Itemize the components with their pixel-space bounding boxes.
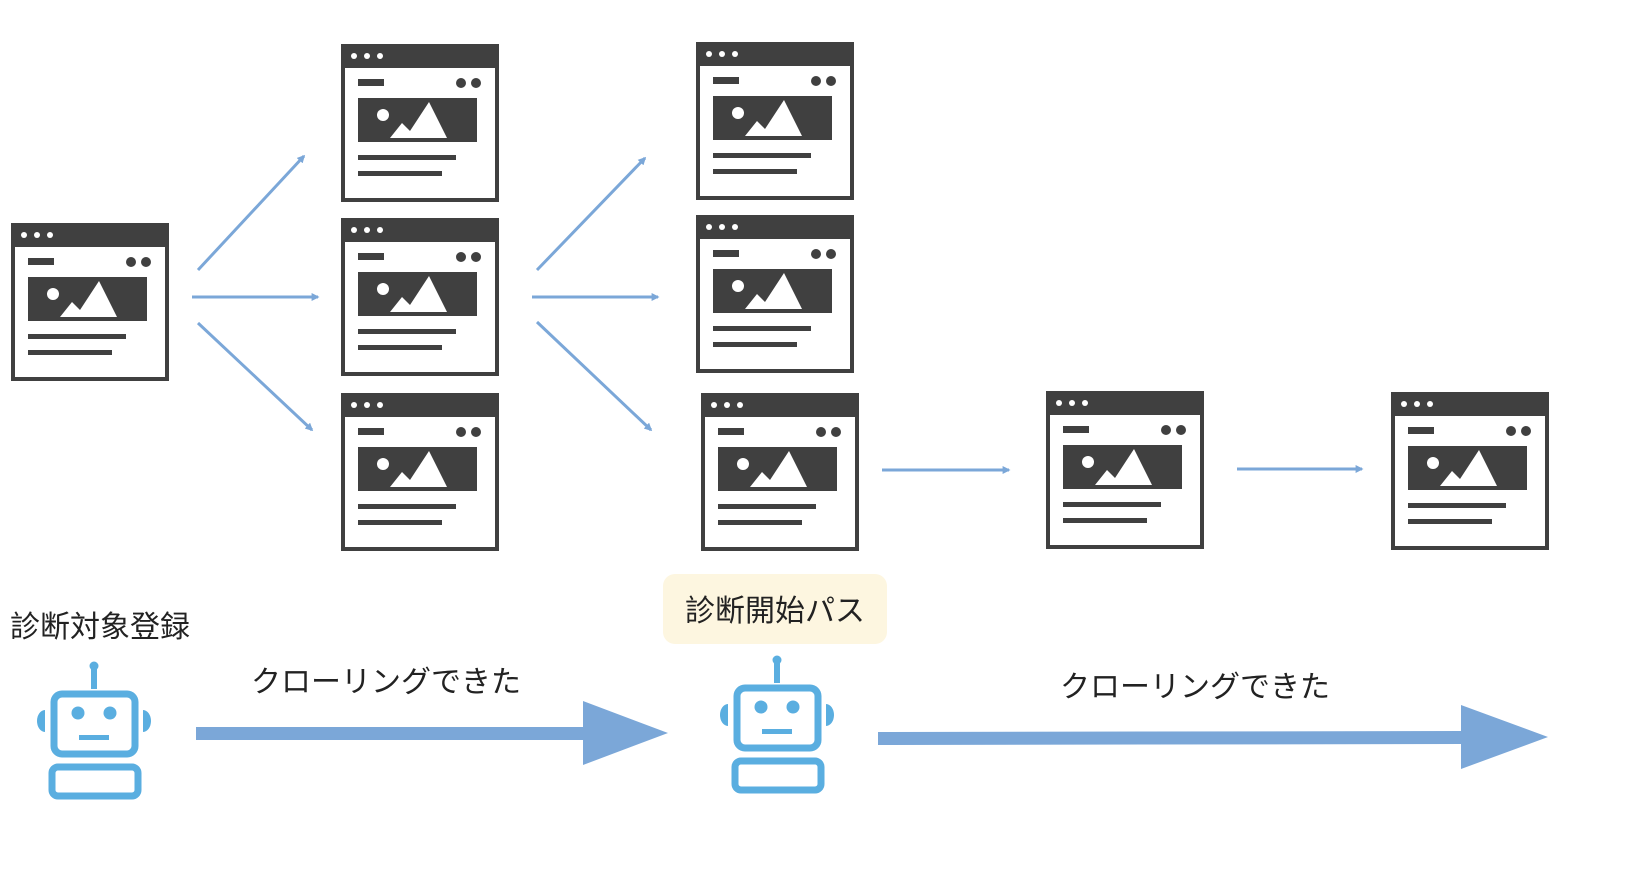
webpage-icon — [339, 216, 501, 376]
robot-icon — [37, 662, 151, 797]
link-arrow — [535, 156, 647, 272]
webpage-icon — [694, 213, 856, 373]
webpage-icon — [9, 221, 171, 381]
webpage-icon — [1044, 389, 1206, 549]
webpage-icon — [699, 391, 861, 551]
webpage-icon — [694, 40, 856, 200]
crawled-label-1: クローリングできた — [251, 665, 521, 700]
robot-icon — [720, 656, 834, 791]
webpage-icon — [339, 42, 501, 202]
start-path-label: 診断開始パス — [685, 594, 865, 629]
link-arrow — [196, 154, 306, 272]
big-arrow — [196, 701, 668, 765]
webpage-icon — [339, 391, 501, 551]
big-arrow — [878, 705, 1548, 769]
link-arrow — [196, 321, 314, 432]
start-path-highlight — [663, 574, 887, 644]
crawled-label-2: クローリングできた — [1060, 670, 1330, 705]
link-arrow — [535, 320, 653, 432]
register-target-label: 診断対象登録 — [10, 610, 190, 645]
webpage-icon — [1389, 390, 1551, 550]
